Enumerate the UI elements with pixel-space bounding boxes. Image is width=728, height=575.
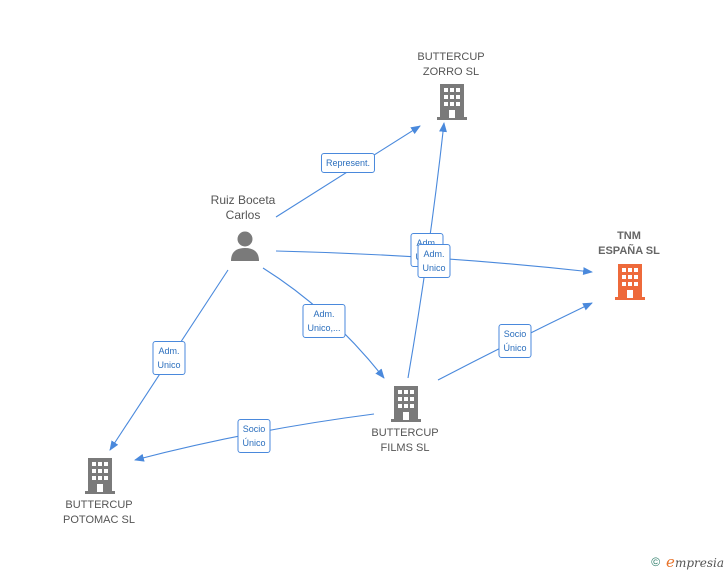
empresia-logo[interactable]: empresia [666,553,724,571]
edge-label-socio-unico-films-tnm: Socio Único [498,324,532,358]
edge-label-socio-unico-films-potomac: Socio Único [237,419,271,453]
edge-label-represent: Represent. [320,153,376,173]
brand-name: mpresia [674,556,724,570]
edge-label-adm-unico-ruiz-films: Adm. Unico,... [302,304,346,338]
node-label-ruiz-boceta-carlos[interactable]: Ruiz Boceta Carlos [210,193,276,222]
node-label-tnm-espana[interactable]: TNM ESPAÑA SL [598,230,660,257]
building-icon[interactable] [390,386,422,422]
building-icon[interactable] [436,84,468,120]
footer-credit: © empresia [651,553,724,571]
node-label-buttercup-films[interactable]: BUTTERCUP FILMS SL [371,427,439,454]
brand-initial: e [666,553,675,571]
edge-label-adm-unico-films-zorro: Adm. Unico [417,244,451,278]
copyright-icon: © [651,555,661,569]
person-icon[interactable] [230,230,260,262]
edge-label-adm-unico-ruiz-potomac: Adm. Unico [152,341,186,375]
node-label-buttercup-zorro[interactable]: BUTTERCUP ZORRO SL [417,51,485,78]
building-icon[interactable] [84,458,116,494]
node-label-buttercup-potomac[interactable]: BUTTERCUP POTOMAC SL [63,499,135,526]
building-icon[interactable] [614,264,646,300]
